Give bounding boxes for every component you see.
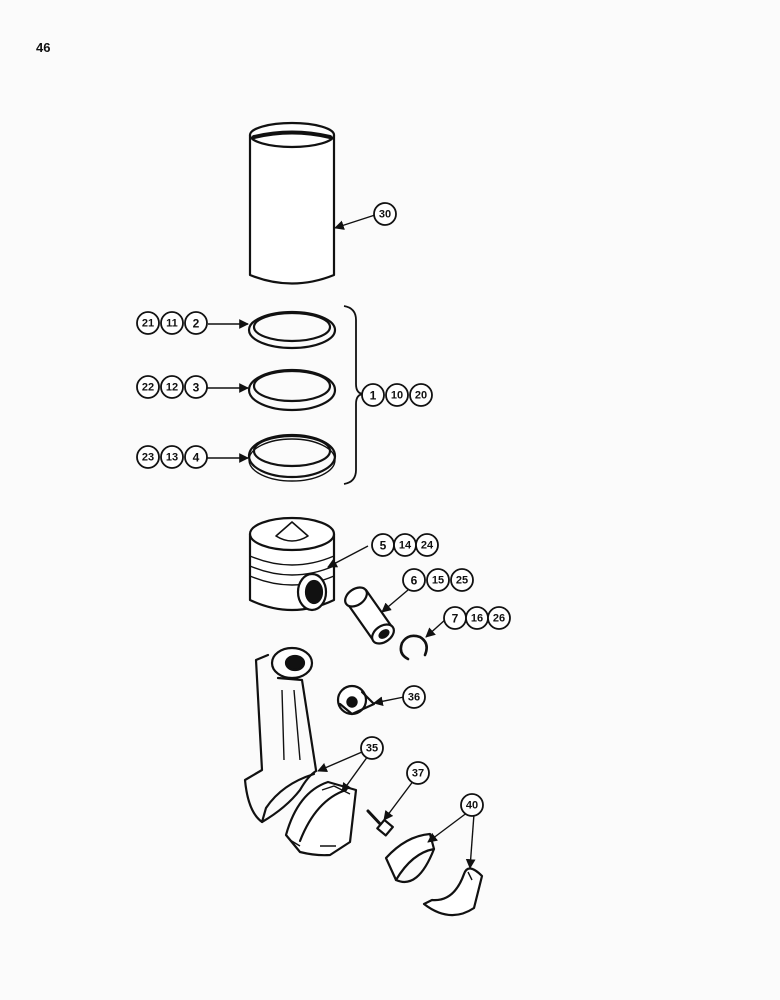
callout-number: 23	[142, 452, 154, 464]
piston-ring-top	[247, 310, 337, 350]
callout-37: 37	[406, 761, 430, 785]
callout-number: 26	[493, 613, 505, 625]
callout-14: 14	[393, 533, 417, 557]
pin-retainer	[399, 634, 428, 661]
rod-bushing	[336, 684, 376, 716]
callout-number: 36	[408, 692, 420, 704]
piston-pin	[344, 586, 395, 645]
callout-22: 22	[136, 375, 160, 399]
bearing-shell-upper	[384, 832, 436, 883]
callout-number: 16	[471, 613, 483, 625]
callout-13: 13	[160, 445, 184, 469]
callout-26: 26	[487, 606, 511, 630]
callout-number: 21	[142, 318, 154, 330]
callout-4: 4	[184, 445, 208, 469]
callout-number: 40	[466, 800, 478, 812]
callout-number: 13	[166, 452, 178, 464]
callout-30: 30	[373, 202, 397, 226]
callout-number: 6	[411, 574, 418, 588]
callout-number: 14	[399, 540, 412, 552]
callout-number: 20	[415, 390, 427, 402]
callout-36: 36	[402, 685, 426, 709]
callout-1: 1	[361, 383, 385, 407]
callout-16: 16	[465, 606, 489, 630]
callout-number: 10	[391, 390, 403, 402]
callout-number: 12	[166, 382, 178, 394]
piston	[248, 516, 336, 612]
callout-10: 10	[385, 383, 409, 407]
callout-number: 11	[166, 318, 178, 330]
callout-5: 5	[371, 533, 395, 557]
callout-number: 4	[193, 451, 200, 465]
callout-number: 5	[380, 539, 387, 553]
callout-number: 30	[379, 209, 391, 221]
piston-ring-second	[247, 368, 337, 412]
callout-2: 2	[184, 311, 208, 335]
callout-15: 15	[426, 568, 450, 592]
leader-lines	[206, 214, 476, 869]
callout-number: 37	[412, 768, 424, 780]
callout-number: 24	[421, 540, 434, 552]
callout-number: 3	[193, 381, 200, 395]
callout-20: 20	[409, 383, 433, 407]
page-number: 46	[36, 40, 51, 55]
callout-11: 11	[160, 311, 184, 335]
callout-7: 7	[443, 606, 467, 630]
callout-3: 3	[184, 375, 208, 399]
callout-number: 1	[370, 389, 377, 403]
callout-25: 25	[450, 568, 474, 592]
callout-24: 24	[415, 533, 439, 557]
callout-number: 2	[193, 317, 200, 331]
callout-35: 35	[360, 736, 384, 760]
rod-bolt	[366, 809, 394, 837]
callout-number: 25	[456, 575, 468, 587]
callout-23: 23	[136, 445, 160, 469]
callout-number: 7	[452, 612, 459, 626]
cylinder-sleeve	[248, 121, 336, 285]
connecting-rod-cap	[284, 780, 358, 857]
callout-12: 12	[160, 375, 184, 399]
connecting-rod	[243, 646, 318, 824]
callout-number: 35	[366, 743, 378, 755]
callout-40: 40	[460, 793, 484, 817]
callout-number: 22	[142, 382, 154, 394]
bearing-shell-lower	[422, 867, 484, 917]
ring-set-brace	[343, 305, 365, 485]
callout-21: 21	[136, 311, 160, 335]
callout-number: 15	[432, 575, 444, 587]
piston-ring-oil	[247, 433, 337, 482]
callout-6: 6	[402, 568, 426, 592]
